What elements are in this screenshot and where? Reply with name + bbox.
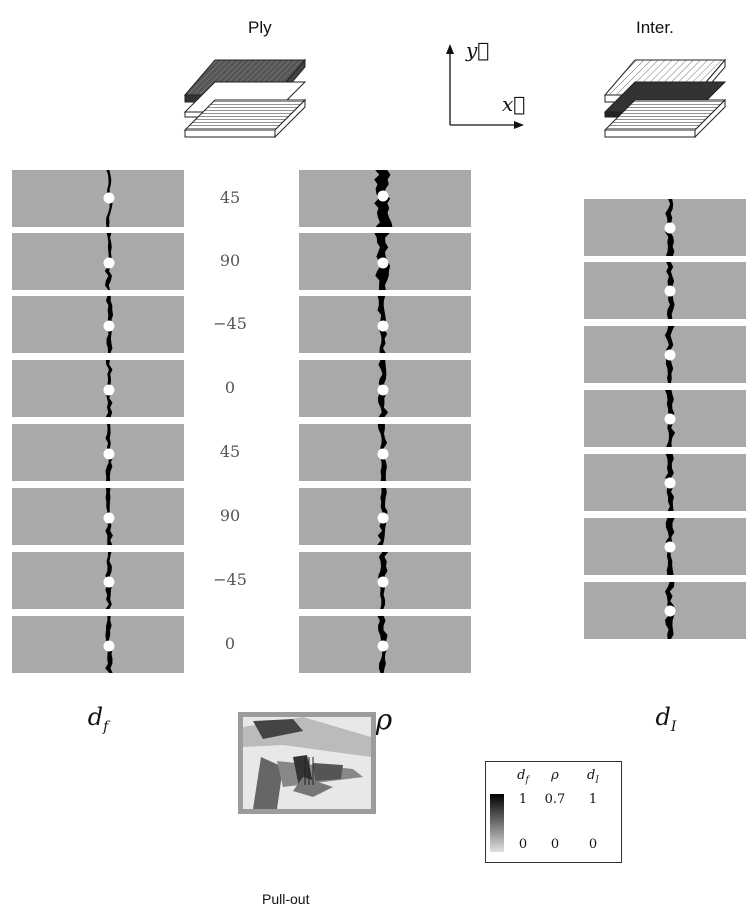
crack-tip-marker bbox=[103, 192, 115, 204]
crack-tip-marker bbox=[377, 640, 389, 652]
legend-header-dI: dI bbox=[587, 768, 599, 786]
ply-angle-label: 0 bbox=[224, 378, 236, 397]
crack-tip-marker bbox=[664, 349, 676, 361]
legend-header-df: df bbox=[517, 768, 529, 786]
rho-panel bbox=[299, 552, 471, 609]
dI-panel bbox=[584, 199, 746, 256]
crack-tip-marker bbox=[377, 190, 389, 202]
rho-panel bbox=[299, 233, 471, 290]
legend-header-rho: ρ bbox=[551, 768, 559, 783]
legend-max-dI: 1 bbox=[588, 792, 598, 807]
legend-min-dI: 0 bbox=[588, 837, 598, 852]
df-panel bbox=[12, 296, 184, 353]
df-column-label: df bbox=[87, 703, 109, 735]
df-panel bbox=[12, 233, 184, 290]
df-panel bbox=[12, 170, 184, 227]
inter-header: Inter. bbox=[636, 18, 674, 37]
rho-panel bbox=[299, 488, 471, 545]
ply-angle-label: 90 bbox=[219, 251, 241, 270]
pullout-caption: Pull-out bbox=[262, 891, 310, 907]
df-panel bbox=[12, 360, 184, 417]
rho-panel bbox=[299, 296, 471, 353]
crack-tip-marker bbox=[103, 320, 115, 332]
pullout-image bbox=[238, 712, 376, 814]
dI-panel bbox=[584, 518, 746, 575]
crack-tip-marker bbox=[377, 384, 389, 396]
crack-tip-marker bbox=[103, 384, 115, 396]
dI-column-label: dI bbox=[655, 703, 677, 735]
rho-panel bbox=[299, 424, 471, 481]
legend-min-df: 0 bbox=[518, 837, 528, 852]
axes-icon bbox=[446, 44, 524, 129]
dI-panel bbox=[584, 326, 746, 383]
y-axis-label: y⃗ bbox=[466, 38, 490, 62]
ply-header: Ply bbox=[248, 18, 272, 37]
legend-min-rho: 0 bbox=[550, 837, 560, 852]
legend-max-df: 1 bbox=[518, 792, 528, 807]
rho-panel bbox=[299, 616, 471, 673]
ply-angle-label: −45 bbox=[213, 314, 247, 333]
x-axis-label: x⃗ bbox=[502, 92, 526, 116]
ply-layup-icon bbox=[183, 58, 307, 139]
df-panel bbox=[12, 552, 184, 609]
ply-angle-label: −45 bbox=[213, 570, 247, 589]
crack-tip-marker bbox=[377, 257, 389, 269]
df-panel bbox=[12, 488, 184, 545]
dI-panel bbox=[584, 582, 746, 639]
colorbar-legend: df ρ dI 1 0.7 1 0 0 0 bbox=[485, 761, 622, 863]
dI-panel bbox=[584, 262, 746, 319]
crack-tip-marker bbox=[103, 512, 115, 524]
crack-tip-marker bbox=[664, 541, 676, 553]
crack-tip-marker bbox=[377, 576, 389, 588]
ply-angle-label: 45 bbox=[219, 188, 241, 207]
ply-angle-label: 45 bbox=[219, 442, 241, 461]
crack-tip-marker bbox=[664, 285, 676, 297]
df-panel bbox=[12, 424, 184, 481]
rho-panel bbox=[299, 170, 471, 227]
crack-tip-marker bbox=[103, 257, 115, 269]
rho-panel bbox=[299, 360, 471, 417]
crack-tip-marker bbox=[664, 477, 676, 489]
crack-tip-marker bbox=[103, 640, 115, 652]
crack-tip-marker bbox=[377, 448, 389, 460]
dI-panel bbox=[584, 454, 746, 511]
crack-tip-marker bbox=[664, 222, 676, 234]
dI-panel bbox=[584, 390, 746, 447]
crack-tip-marker bbox=[103, 448, 115, 460]
legend-max-rho: 0.7 bbox=[544, 792, 566, 807]
grayscale-colorbar bbox=[490, 794, 504, 852]
ply-angle-label: 0 bbox=[224, 634, 236, 653]
df-panel bbox=[12, 616, 184, 673]
crack-tip-marker bbox=[377, 512, 389, 524]
interface-layup-icon bbox=[603, 58, 727, 139]
crack-tip-marker bbox=[664, 605, 676, 617]
rho-column-label: ρ bbox=[375, 703, 393, 736]
crack-tip-marker bbox=[664, 413, 676, 425]
ply-angle-label: 90 bbox=[219, 506, 241, 525]
crack-tip-marker bbox=[377, 320, 389, 332]
crack-tip-marker bbox=[103, 576, 115, 588]
